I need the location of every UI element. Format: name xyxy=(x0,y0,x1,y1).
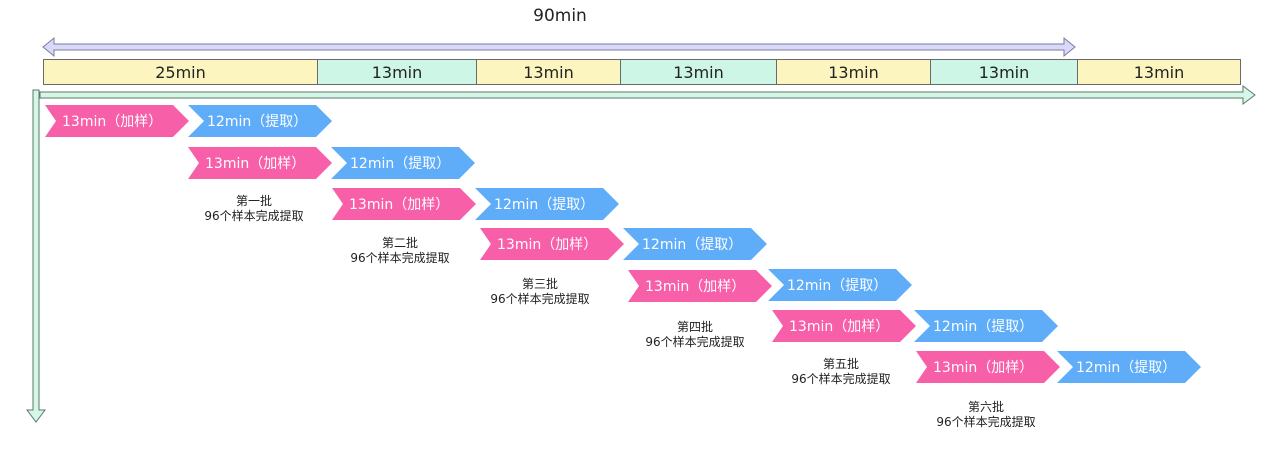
batch-note-4-name: 第四批 xyxy=(676,320,713,334)
batch-5-add-step: 13min（加样） xyxy=(628,270,772,302)
total-duration-arrow xyxy=(42,36,1076,58)
segment-6: 13min xyxy=(930,59,1078,85)
batch-4-extract-step: 12min（提取） xyxy=(623,228,767,260)
batch-note-5: 第五批 96个样本完成提取 xyxy=(766,357,916,387)
batch-5-extract-step: 12min（提取） xyxy=(768,269,912,301)
batch-1-extract-step: 12min（提取） xyxy=(188,105,332,137)
batch-note-2: 第二批 96个样本完成提取 xyxy=(325,236,475,266)
segment-4: 13min xyxy=(620,59,777,85)
batch-3-extract-step: 12min（提取） xyxy=(475,188,619,220)
batch-note-6-desc: 96个样本完成提取 xyxy=(936,415,1036,429)
segment-5: 13min xyxy=(776,59,931,85)
batch-note-6-name: 第六批 xyxy=(967,400,1004,414)
batch-note-1-desc: 96个样本完成提取 xyxy=(204,209,304,223)
segment-2: 13min xyxy=(317,59,477,85)
batch-7-extract-step: 12min（提取） xyxy=(1057,351,1201,383)
batch-note-3-name: 第三批 xyxy=(521,277,558,291)
batch-1-add-step: 13min（加样） xyxy=(45,105,189,137)
batch-6-extract-step: 12min（提取） xyxy=(914,310,1058,342)
batch-note-4-desc: 96个样本完成提取 xyxy=(645,335,745,349)
batch-6-add-step: 13min（加样） xyxy=(772,310,916,342)
batch-4-add-step: 13min（加样） xyxy=(480,228,624,260)
batch-note-5-desc: 96个样本完成提取 xyxy=(791,372,891,386)
batch-2-extract-step: 12min（提取） xyxy=(331,147,475,179)
batch-note-2-desc: 96个样本完成提取 xyxy=(350,251,450,265)
total-duration-label: 90min xyxy=(533,6,587,26)
batch-note-1: 第一批 96个样本完成提取 xyxy=(179,194,329,224)
batch-note-6: 第六批 96个样本完成提取 xyxy=(911,400,1061,430)
time-axis-arrow xyxy=(39,85,1256,105)
batch-3-add-step: 13min（加样） xyxy=(332,188,476,220)
batch-7-add-step: 13min（加样） xyxy=(916,351,1060,383)
batch-note-5-name: 第五批 xyxy=(822,357,859,371)
segment-7: 13min xyxy=(1077,59,1241,85)
batch-note-4: 第四批 96个样本完成提取 xyxy=(620,320,770,350)
batch-note-3: 第三批 96个样本完成提取 xyxy=(465,277,615,307)
batch-note-2-name: 第二批 xyxy=(381,236,418,250)
segment-3: 13min xyxy=(476,59,621,85)
batch-axis-arrow xyxy=(26,89,46,423)
segment-1: 25min xyxy=(43,59,318,85)
batch-2-add-step: 13min（加样） xyxy=(188,147,332,179)
batch-note-3-desc: 96个样本完成提取 xyxy=(490,292,590,306)
batch-note-1-name: 第一批 xyxy=(235,194,272,208)
